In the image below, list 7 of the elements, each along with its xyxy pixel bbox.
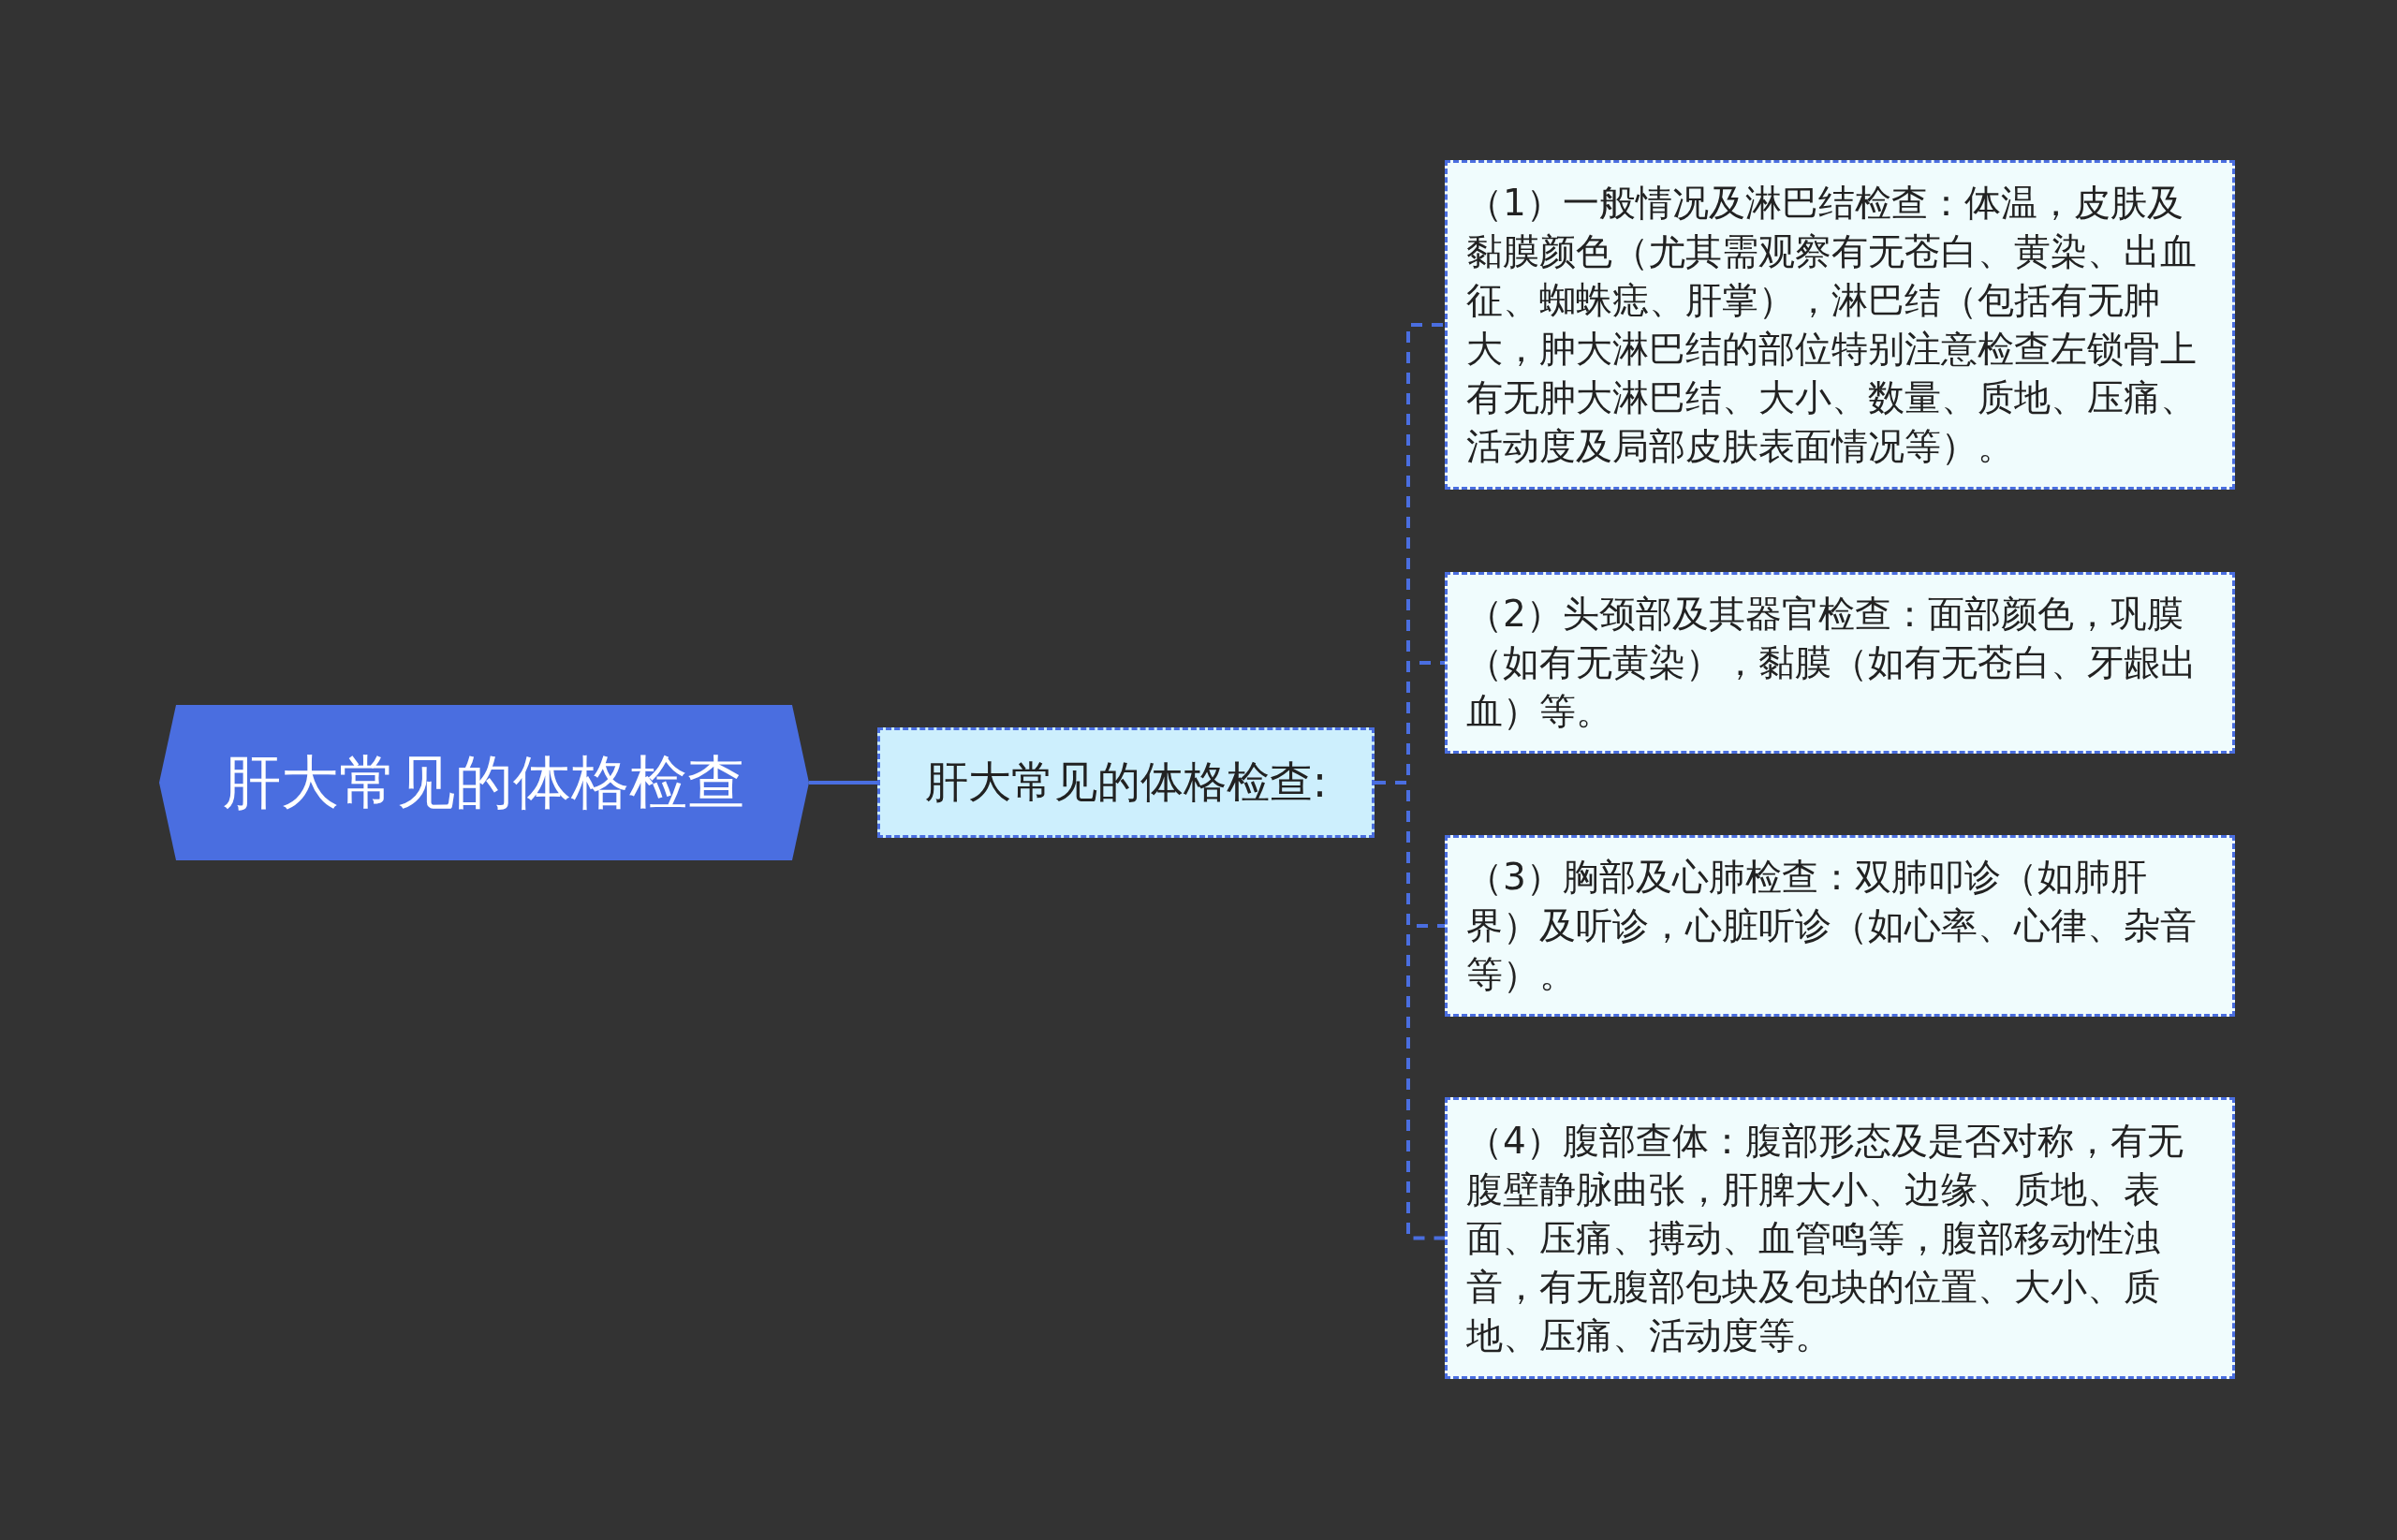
connector-line [809,781,877,785]
text-box: （2）头颈部及其器官检查：面部颜色，巩膜（如有无黄染），黏膜（如有无苍白、牙龈出血）等。 [1445,572,2235,754]
text-box: （4）腹部查体：腹部形态及是否对称，有无腹壁静脉曲张，肝脾大小、边缘、质地、表面、压痛、搏动、血管鸣等，腹部移动性浊音，有无腹部包块及包块的位置、大小、质地、压痛、活动度等。 [1445,1097,2235,1379]
text-box: （3）胸部及心肺检查：双肺叩诊（如肺肝界）及听诊，心脏听诊（如心率、心律、杂音等）。 [1445,835,2235,1017]
subtopic-box: 肝大常见的体格检查: [877,727,1375,838]
connector-line [1375,781,1445,1240]
text-box: （1）一般情况及淋巴结检查：体温，皮肤及黏膜颜色（尤其需观察有无苍白、黄染、出血征、蜘蛛痣、肝掌），淋巴结（包括有无肿大，肿大淋巴结的部位特别注意检查左锁骨上有无肿大淋巴结、大小、数量、质地、压痛、活动度及局部皮肤表面情况等）。 [1445,160,2235,490]
